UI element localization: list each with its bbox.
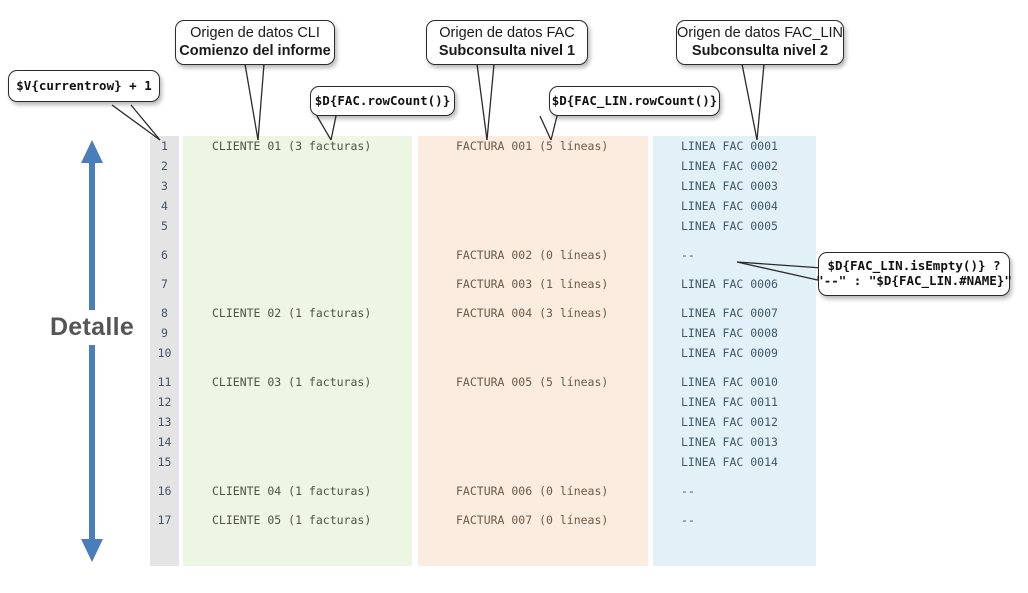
report-row: 14 LINEA FAC 0013 bbox=[150, 432, 816, 452]
fac-lin-value-cell: -- bbox=[681, 248, 695, 262]
row-number-cell: 9 bbox=[161, 326, 168, 340]
row-number-cell: 4 bbox=[161, 199, 168, 213]
fac-value-cell: FACTURA 004 (3 líneas) bbox=[456, 306, 609, 320]
fac-lin-value-cell: LINEA FAC 0001 bbox=[681, 139, 778, 153]
callout-isempty-ternary-expression: $D{FAC_LIN.isEmpty()} ? "--" : "$D{FAC_L… bbox=[816, 252, 1012, 296]
row-number-cell: 15 bbox=[157, 455, 172, 469]
pointer-fac-lin-datasource bbox=[741, 63, 765, 141]
cli-value-cell: CLIENTE 03 (1 facturas) bbox=[212, 375, 372, 389]
fac-value-cell: FACTURA 001 (5 líneas) bbox=[456, 139, 609, 153]
report-row-spacer bbox=[150, 236, 816, 245]
report-row: 8 CLIENTE 02 (1 facturas) FACTURA 004 (3 l… bbox=[150, 303, 816, 323]
row-number-cell: 8 bbox=[161, 306, 168, 320]
row-number-cell: 3 bbox=[161, 179, 168, 193]
row-number-cell: 5 bbox=[161, 219, 168, 233]
column-band-cli bbox=[183, 136, 412, 566]
fac-lin-value-cell: LINEA FAC 0006 bbox=[681, 277, 778, 291]
row-number-cell: 12 bbox=[157, 395, 172, 409]
report-row: 6 FACTURA 002 (0 líneas) -- bbox=[150, 245, 816, 265]
row-number-gutter bbox=[150, 136, 179, 566]
fac-lin-value-cell: LINEA FAC 0009 bbox=[681, 346, 778, 360]
report-row: 16 CLIENTE 04 (1 facturas) FACTURA 006 (0 … bbox=[150, 481, 816, 501]
cli-value-cell: CLIENTE 05 (1 facturas) bbox=[212, 513, 372, 527]
report-row: 11 CLIENTE 03 (1 facturas) FACTURA 005 (5 … bbox=[150, 372, 816, 392]
report-row: 10 LINEA FAC 0009 bbox=[150, 343, 816, 363]
column-band-fac bbox=[418, 136, 648, 566]
row-number-cell: 14 bbox=[157, 435, 172, 449]
callout-fac-lin-datasource: Origen de datos FAC_LIN Subconsulta nive… bbox=[676, 20, 844, 65]
report-row: 5 LINEA FAC 0005 bbox=[150, 216, 816, 236]
fac-value-cell: FACTURA 007 (0 líneas) bbox=[456, 513, 609, 527]
fac-lin-value-cell: LINEA FAC 0013 bbox=[681, 435, 778, 449]
fac-lin-value-cell: LINEA FAC 0007 bbox=[681, 306, 778, 320]
report-row: 13 LINEA FAC 0012 bbox=[150, 412, 816, 432]
fac-lin-value-cell: LINEA FAC 0012 bbox=[681, 415, 778, 429]
row-number-cell: 10 bbox=[157, 346, 172, 360]
fac-lin-value-cell: LINEA FAC 0003 bbox=[681, 179, 778, 193]
cli-value-cell: CLIENTE 04 (1 facturas) bbox=[212, 484, 372, 498]
report-row-spacer bbox=[150, 265, 816, 274]
pointer-cli-datasource bbox=[244, 63, 265, 141]
fac-lin-value-cell: LINEA FAC 0010 bbox=[681, 375, 778, 389]
report-row-spacer bbox=[150, 501, 816, 510]
report-row-spacer bbox=[150, 363, 816, 372]
fac-lin-value-cell: LINEA FAC 0014 bbox=[681, 455, 778, 469]
callout-fac-datasource: Origen de datos FAC Subconsulta nivel 1 bbox=[426, 20, 588, 65]
row-number-cell: 16 bbox=[157, 484, 172, 498]
fac-lin-value-cell: LINEA FAC 0002 bbox=[681, 159, 778, 173]
report-row: 9 LINEA FAC 0008 bbox=[150, 323, 816, 343]
callout-fac-lin-rowcount-expression: $D{FAC_LIN.rowCount()} bbox=[549, 86, 720, 116]
row-number-cell: 11 bbox=[157, 375, 172, 389]
fac-lin-value-cell: LINEA FAC 0008 bbox=[681, 326, 778, 340]
row-number-cell: 7 bbox=[161, 277, 168, 291]
fac-lin-value-cell: -- bbox=[681, 513, 695, 527]
report-row: 4 LINEA FAC 0004 bbox=[150, 196, 816, 216]
fac-lin-value-cell: -- bbox=[681, 484, 695, 498]
row-number-cell: 17 bbox=[157, 513, 172, 527]
detalle-arrow-up bbox=[81, 140, 103, 310]
report-row: 7 FACTURA 003 (1 líneas) LINEA FAC 0006 bbox=[150, 274, 816, 294]
report-row: 3 LINEA FAC 0003 bbox=[150, 176, 816, 196]
callout-cli-datasource: Origen de datos CLI Comienzo del informe bbox=[175, 20, 335, 65]
row-number-cell: 1 bbox=[161, 139, 168, 153]
report-row: 12 LINEA FAC 0011 bbox=[150, 392, 816, 412]
report-preview-grid: 1 CLIENTE 01 (3 facturas) FACTURA 001 (5 l… bbox=[150, 136, 816, 566]
fac-value-cell: FACTURA 006 (0 líneas) bbox=[456, 484, 609, 498]
cli-value-cell: CLIENTE 01 (3 facturas) bbox=[212, 139, 372, 153]
detalle-arrow-down bbox=[81, 345, 103, 562]
column-band-fac-lin bbox=[653, 136, 816, 566]
report-row-spacer bbox=[150, 294, 816, 303]
row-number-cell: 6 bbox=[161, 248, 168, 262]
fac-lin-value-cell: LINEA FAC 0011 bbox=[681, 395, 778, 409]
report-row: 15 LINEA FAC 0014 bbox=[150, 452, 816, 472]
report-row-spacer bbox=[150, 472, 816, 481]
report-row: 17 CLIENTE 05 (1 facturas) FACTURA 007 (0 … bbox=[150, 510, 816, 530]
callout-currentrow-expression: $V{currentrow} + 1 bbox=[8, 70, 160, 102]
detalle-section-label: Detalle bbox=[49, 313, 135, 341]
report-row: 2 LINEA FAC 0002 bbox=[150, 156, 816, 176]
fac-value-cell: FACTURA 003 (1 líneas) bbox=[456, 277, 609, 291]
cli-value-cell: CLIENTE 02 (1 facturas) bbox=[212, 306, 372, 320]
pointer-fac-datasource bbox=[476, 63, 495, 141]
row-number-cell: 2 bbox=[161, 159, 168, 173]
fac-lin-value-cell: LINEA FAC 0004 bbox=[681, 199, 778, 213]
row-number-cell: 13 bbox=[157, 415, 172, 429]
fac-value-cell: FACTURA 002 (0 líneas) bbox=[456, 248, 609, 262]
callout-fac-rowcount-expression: $D{FAC.rowCount()} bbox=[310, 86, 455, 116]
fac-lin-value-cell: LINEA FAC 0005 bbox=[681, 219, 778, 233]
pointer-currentrow bbox=[111, 104, 161, 141]
fac-value-cell: FACTURA 005 (5 líneas) bbox=[456, 375, 609, 389]
report-rows: 1 CLIENTE 01 (3 facturas) FACTURA 001 (5 l… bbox=[150, 136, 816, 530]
report-row: 1 CLIENTE 01 (3 facturas) FACTURA 001 (5 l… bbox=[150, 136, 816, 156]
